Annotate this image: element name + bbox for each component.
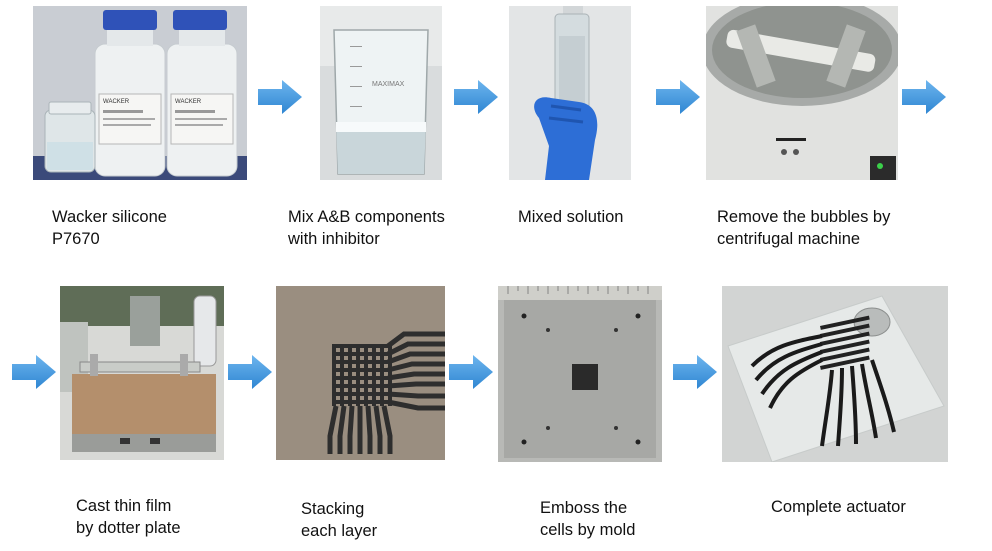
beaker-brand: MAXIMAX	[372, 81, 405, 88]
caption-line: Wacker silicone	[52, 208, 167, 226]
step-caption: Cast thin film by dotter plate	[76, 495, 181, 539]
photo-centrifuge	[706, 6, 898, 180]
photo-silicone-bottles: WACKER WACKER	[33, 6, 247, 180]
bottle-label-left: WACKER	[103, 99, 130, 105]
caption-line: by dotter plate	[76, 519, 181, 537]
step-caption: Wacker silicone P7670	[52, 206, 167, 250]
caption-line: cells by mold	[540, 521, 636, 539]
step-caption: Emboss the cells by mold	[540, 497, 635, 541]
photo-emboss-mold	[498, 286, 662, 462]
photo-complete-actuator	[722, 286, 948, 462]
arrow-right-icon	[673, 355, 717, 389]
caption-line: Mixed solution	[518, 208, 624, 226]
caption-line: Emboss the	[540, 499, 628, 517]
photo-syringe	[509, 6, 631, 180]
arrow-right-icon	[902, 80, 946, 114]
photo-stacked-layer	[276, 286, 445, 460]
caption-line: P7670	[52, 230, 100, 248]
bottle-label-right: WACKER	[175, 99, 202, 105]
photo-dotter-plate	[60, 286, 224, 460]
step-caption: Mixed solution	[518, 206, 623, 228]
caption-line: Cast thin film	[76, 497, 172, 515]
arrow-right-icon	[656, 80, 700, 114]
arrow-right-icon	[228, 355, 272, 389]
arrow-right-icon	[449, 355, 493, 389]
caption-line: Complete actuator	[771, 498, 906, 516]
arrow-right-icon	[454, 80, 498, 114]
caption-line: each layer	[301, 522, 378, 540]
step-caption: Remove the bubbles by centrifugal machin…	[717, 206, 890, 250]
arrow-right-icon	[258, 80, 302, 114]
caption-line: with inhibitor	[288, 230, 380, 248]
step-caption: Mix A&B components with inhibitor	[288, 206, 445, 250]
step-caption: Complete actuator	[771, 496, 906, 518]
caption-line: Mix A&B components	[288, 208, 445, 226]
caption-line: Remove the bubbles by	[717, 208, 891, 226]
caption-line: Stacking	[301, 500, 365, 518]
arrow-right-icon	[12, 355, 56, 389]
photo-beaker: MAXIMAX	[320, 6, 442, 180]
caption-line: centrifugal machine	[717, 230, 861, 248]
step-caption: Stacking each layer	[301, 498, 377, 542]
